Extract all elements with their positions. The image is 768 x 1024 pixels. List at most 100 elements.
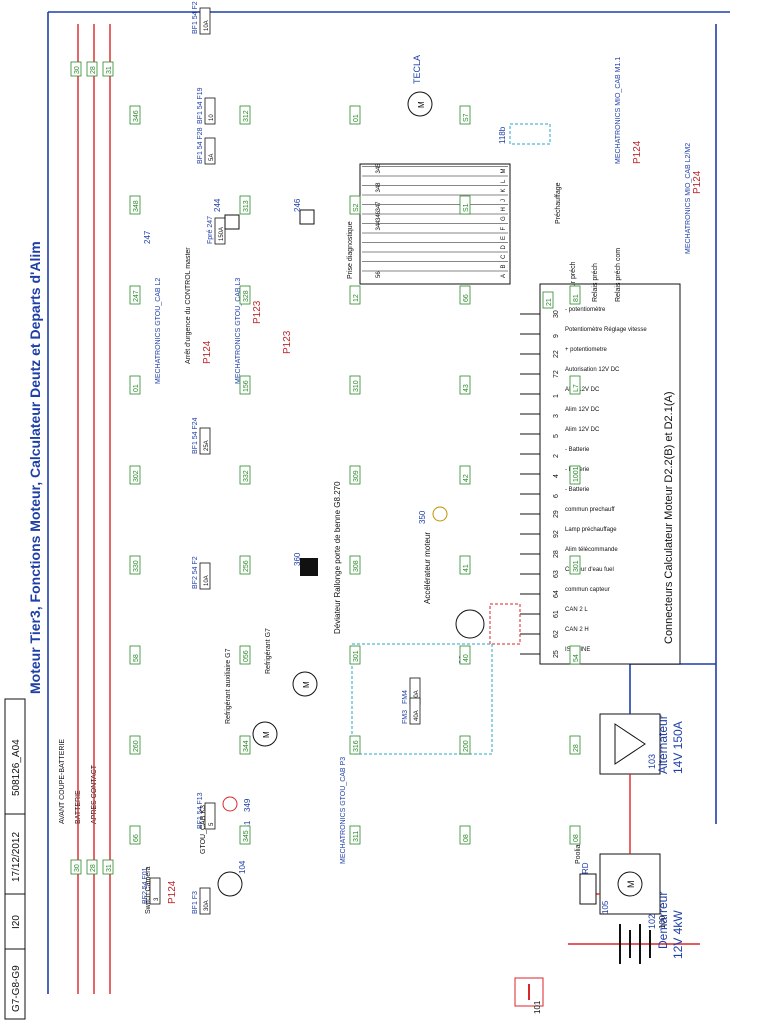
fuse-rating: 150A (219, 227, 225, 241)
ecu-pin-number: 3 (553, 414, 560, 418)
svg-text:S7: S7 (463, 113, 470, 122)
wire-tag: 312 (239, 105, 251, 125)
svg-text:316: 316 (353, 740, 360, 752)
svg-text:41: 41 (463, 564, 470, 572)
svg-text:01: 01 (353, 114, 360, 122)
svg-text:MECHATRONICS MIO_CAB L2/M2: MECHATRONICS MIO_CAB L2/M2 (685, 143, 692, 254)
svg-text:330: 330 (133, 560, 140, 572)
wire-tag: 313 (239, 195, 251, 215)
svg-text:360: 360 (293, 552, 302, 566)
svg-text:21: 21 (546, 298, 553, 306)
wire-tag: 01 (349, 105, 361, 125)
svg-text:301: 301 (573, 560, 580, 572)
svg-text:311: 311 (353, 831, 360, 842)
ecu-pin-number: 72 (553, 370, 560, 378)
wire-tag: 308 (349, 555, 361, 575)
ecu-pin-label: Capteur d'eau fuel (565, 567, 614, 573)
svg-text:P124: P124 (202, 340, 213, 364)
mechatronics-labels: MECHATRONICS MIO_CAB M1.1 MECHATRONICS M… (145, 57, 692, 914)
fuse-id: BF2 54 F2 (192, 556, 199, 589)
ecu-pin: 2- Batterie (520, 447, 590, 458)
ecu-pin-number: 30 (553, 310, 560, 318)
fuse-rating: 3 (154, 897, 160, 901)
diag-row-letter: F (501, 227, 507, 231)
svg-text:Refrigérant G7: Refrigérant G7 (265, 628, 272, 674)
diag-row: B (362, 261, 508, 269)
ecu-pin: 6- Batterie (520, 487, 590, 498)
svg-text:349: 349 (243, 798, 252, 812)
fuse-id: BF1 F3 (192, 891, 199, 914)
fuse-id: BF1 54 F2 (192, 1, 199, 34)
svg-text:Pooliah: Pooliah (575, 841, 582, 864)
svg-text:MECHATRONICS GTOU_CAB P3: MECHATRONICS GTOU_CAB P3 (340, 757, 347, 864)
wire-tag: 056 (239, 645, 251, 665)
wire-tag: 316 (349, 735, 361, 755)
svg-text:MECHATRONICS MIO_CAB M1.1: MECHATRONICS MIO_CAB M1.1 (615, 57, 622, 164)
ecu-pin-number: 29 (553, 510, 560, 518)
svg-text:S1: S1 (463, 203, 470, 212)
wire-tag: 344 (239, 735, 251, 755)
relay-105: 105 RD (579, 862, 610, 914)
svg-text:104: 104 (238, 860, 247, 874)
fuse-rating: 10A (204, 20, 210, 31)
ecu-pin: 22+ potentiometre (520, 347, 608, 358)
ecu-pin-number: 64 (553, 590, 560, 598)
wire-tag: 309 (349, 465, 361, 485)
fuse-id: BF1 54 F19 (197, 87, 204, 124)
fuse: 10A BF1 54 F2 (192, 1, 211, 35)
diag-row: E (362, 232, 508, 240)
wire-tag: S2 (349, 195, 361, 215)
ecu-pin-label: Alim télécommande (565, 547, 618, 553)
wire-number-tags: 6626058330302012473483463453440562563321… (129, 105, 581, 845)
title-block-rev: I20 (11, 915, 22, 929)
wire-tag: 348 (129, 195, 141, 215)
fuse-rating: 40A (414, 710, 420, 721)
svg-text:54: 54 (573, 654, 580, 662)
wire-tag: 200 (459, 735, 471, 755)
wire-tag: 301 (569, 555, 581, 575)
svg-text:Arrêt d'urgence du CONTROL mas: Arrêt d'urgence du CONTROL master (185, 247, 192, 364)
svg-text:30: 30 (74, 864, 81, 872)
svg-text:200: 200 (463, 740, 470, 752)
wire-tag: 328 (239, 285, 251, 305)
svg-text:81: 81 (573, 294, 580, 302)
svg-text:244: 244 (213, 198, 222, 212)
svg-text:28: 28 (573, 744, 580, 752)
wire-tag: 81 (569, 285, 581, 305)
ecu-pin-number: 6 (553, 494, 560, 498)
svg-text:30: 30 (74, 66, 81, 74)
svg-text:Préchauffage: Préchauffage (555, 182, 562, 224)
svg-text:313: 313 (243, 200, 250, 212)
fuse: 150A Fpré 247 (207, 216, 226, 245)
rail-labels: 30 28 31 30 28 31 (70, 61, 114, 875)
svg-text:M: M (417, 101, 426, 108)
fuse-id: Fpré 247 (207, 216, 214, 244)
svg-text:260: 260 (133, 740, 140, 752)
svg-text:P123: P123 (252, 300, 263, 324)
diag-row-letter: G (501, 216, 507, 221)
ecu-pin-label: Alim 12V DC (565, 427, 600, 433)
wire-tag: 28 (569, 735, 581, 755)
wire-tag: 256 (239, 555, 251, 575)
svg-text:102: 102 (647, 914, 657, 929)
wire-tag: 332 (239, 465, 251, 485)
wire-tag: 08 (569, 825, 581, 845)
svg-text:58: 58 (133, 654, 140, 662)
svg-text:M: M (262, 731, 271, 738)
svg-text:Retour préch: Retour préch (570, 261, 577, 302)
wire-tag: S1 (459, 195, 471, 215)
svg-text:31: 31 (106, 864, 113, 872)
title-block: G7-G8-G9 I20 17/12/2012 508126_A04 AVANT… (4, 698, 98, 1020)
sensor-104: 104 (217, 860, 247, 897)
svg-text:247: 247 (143, 230, 152, 244)
